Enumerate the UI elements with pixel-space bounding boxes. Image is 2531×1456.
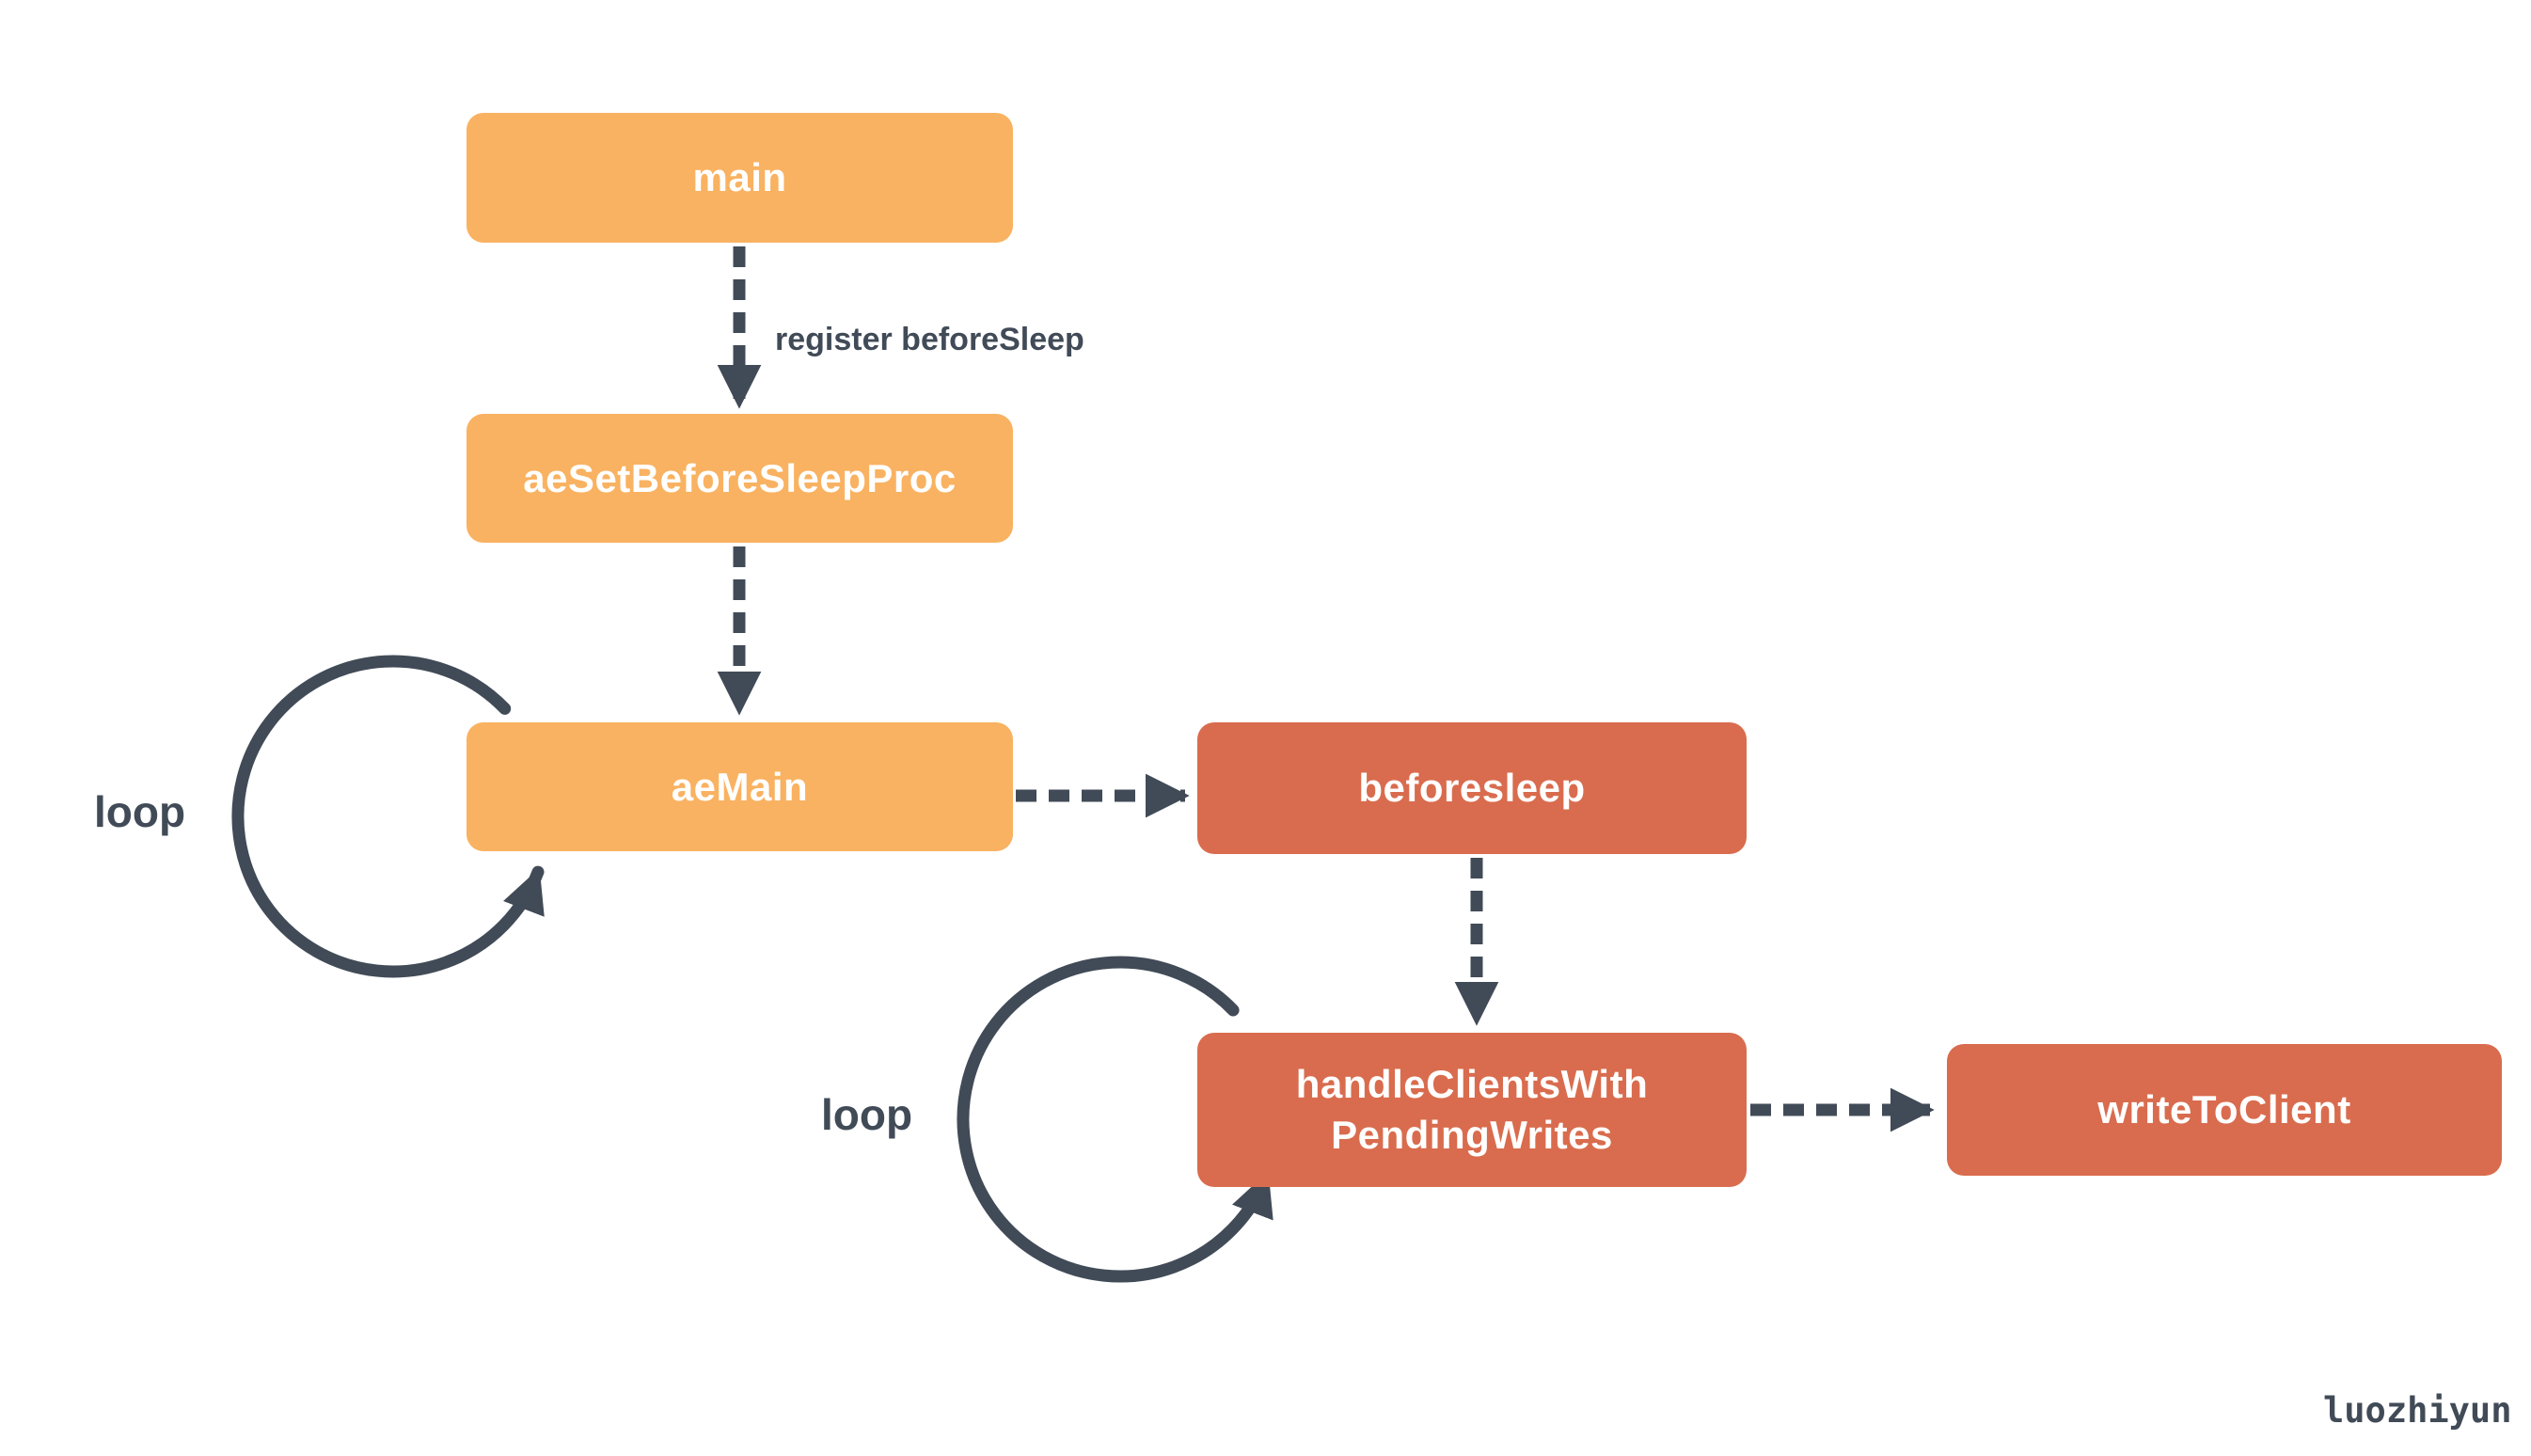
loop-label-aemain: loop [94,787,186,836]
loop-arrow-aemain [231,655,545,978]
node-writetoclient: writeToClient [1947,1044,2502,1176]
loop-label-handleclients: loop [821,1090,913,1139]
loop-arrow-handleclients [957,956,1273,1283]
node-handleclientswithpendingwrites: handleClientsWith PendingWrites [1197,1033,1747,1187]
edge-label-register-beforesleep: register beforeSleep [775,322,1084,357]
node-aemain: aeMain [467,722,1013,851]
node-aesetbeforesleepproc: aeSetBeforeSleepProc [467,414,1013,543]
watermark: luozhiyun [2323,1390,2512,1431]
node-main: main [467,113,1013,243]
node-beforesleep: beforesleep [1197,722,1747,854]
